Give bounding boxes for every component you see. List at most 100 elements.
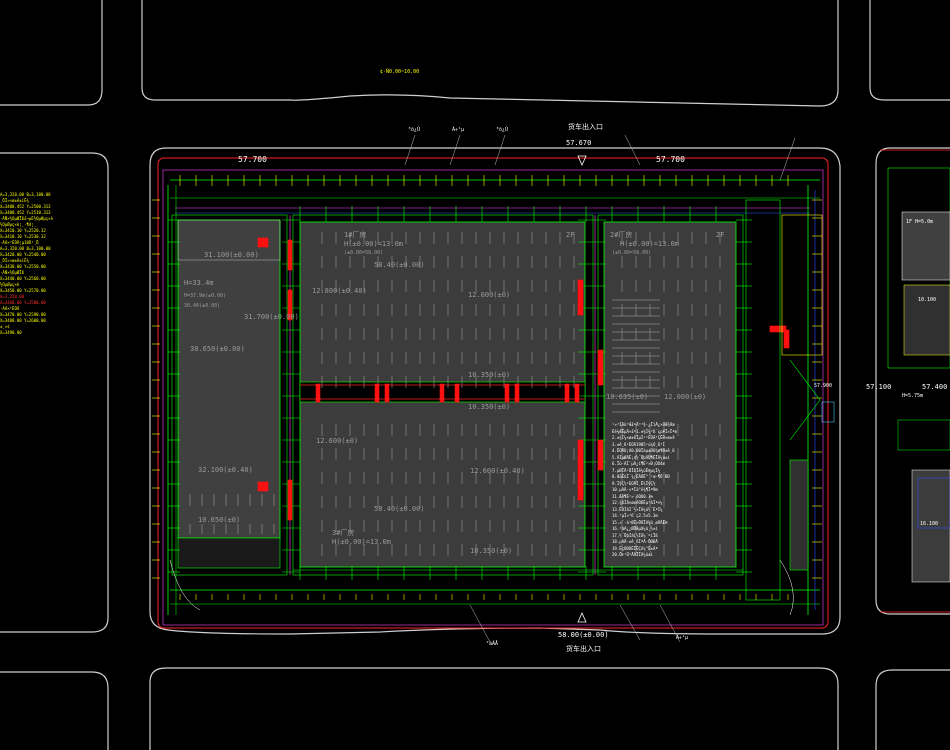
gate-label-south: 货车出入口: [566, 645, 601, 653]
west-level2: 30.650(±0.00): [190, 345, 245, 353]
west-level4: 10.650(±0): [198, 516, 241, 524]
design-note-line: 16.²âÁ¿¿ØÖÆµã¼û¸½±í: [612, 526, 658, 531]
design-note-line: 2.±¾Í¼×ø±êÏµÍ³²ÉÓÃ³ÇÊÐ×ø±ê: [612, 435, 675, 440]
design-note-line: 4.ÊÒÄÚ¡À0.00Ïàµ±ÓÚ¾ø¶Ô±ê¸ß: [612, 448, 675, 453]
left-note-line: X=3460.00 Y=2580.00: [0, 300, 46, 305]
design-note-line: 9.Î§Ç½²ÉÓÃÍ¸Ê½Î§Ç½: [612, 480, 656, 486]
elevation-east-upper: 57.100: [866, 383, 892, 391]
design-note-line: 20.Ö÷¹Ü²ÄÁÏÏê¼û±í: [612, 552, 653, 557]
design-note-line: 10.µÀÂ·×ªÍä°ë¾¶Îª9m: [612, 487, 658, 492]
left-note-line: A=3,320.00 B=3,100.00: [0, 246, 51, 251]
design-note-line: 3.±ê¸ß²ÉÓÃ1985¹ú¼Ò¸ß³Ì: [612, 441, 665, 447]
elevation-north-gate: 57.670: [566, 139, 592, 147]
left-note-line: X=3430.00 Y=2550.00: [0, 264, 46, 269]
center-level4: 10.350(±0): [468, 371, 511, 379]
east-height: H(±0.00)=13.0m: [620, 240, 680, 248]
east-panel-tag2: H=5.75m: [902, 393, 924, 399]
design-note-line: ¹¤³ÌÃû³Æ£ºÄ³³§·¿ÏîÄ¿×ÜÆ½Ãæ: [612, 422, 675, 427]
design-note-line: 13.ÊÒÍâÌ¨½×Ïê¼û½¨ÊªÍ¼: [612, 506, 663, 512]
center-level1: 58.40(±0.00): [374, 261, 425, 269]
center-floor-tag: 2F: [566, 231, 575, 239]
center-bottom-height: H(±0.00)=13.0m: [332, 538, 392, 546]
west-zone-title: 31.100(±0.00): [204, 251, 259, 259]
elevation-north-right: 57.700: [656, 155, 685, 164]
design-note-line: Éè¼ÆËµÃ÷£º1.±¾Í¼³ß´çµ¥Î»Îªm: [612, 428, 678, 434]
left-note-line: A=3,320.00: [0, 294, 25, 299]
elevation-north-left: 57.700: [238, 155, 267, 164]
callout-north-1: ³ö¿Ú: [408, 127, 421, 133]
callout-north-3: ³ö¿Ú: [496, 127, 509, 133]
callout-north-2: Ã÷¹µ: [452, 127, 465, 133]
gate-markers: [577, 155, 587, 623]
center-sub: (±0.00=58.00): [344, 250, 384, 256]
landscape-curves: [169, 559, 794, 616]
gate-label-north: 货车出入口: [568, 123, 603, 131]
design-note-line: 7.µØÏÂ¹ÜÏßÏê¼ûË®µçÍ¼: [612, 467, 661, 473]
center-level3: 12.600(±0): [316, 437, 359, 445]
east-neighbor-block: [880, 149, 950, 613]
dimension-ticks: [152, 175, 822, 600]
interior-dash-marks: [189, 232, 721, 556]
callout-south-1: ²àÃÅ: [486, 641, 499, 647]
east-level1: 12.000(±0): [664, 393, 707, 401]
left-note-line: X=3440.00 Y=2560.00: [0, 276, 46, 281]
left-note-line: ±¸×¢: [0, 324, 10, 329]
left-note-line: ¸ÖÎ»×ø±ê±íÊ¾: [0, 258, 29, 263]
east-panel-tag1: 1F H=5.0m: [906, 219, 934, 225]
elevation-east-building2: 10.100: [918, 297, 937, 303]
west-height1: H=33.4m: [184, 279, 214, 287]
left-note-line: X=3420.00 Y=2540.00: [0, 252, 46, 257]
elevation-east-mid: 57.900: [814, 383, 833, 389]
center-level2: 12.800(±0.40): [312, 287, 367, 295]
east-title: 2#厂房: [610, 231, 633, 239]
left-note-line: ·ÀÑ×½ÓµØÏß£¬µÈ½ÓµØµç×è: [0, 216, 53, 221]
center-level8: 10.350(±0): [468, 403, 511, 411]
callout-south-2: Ã÷¹µ: [676, 635, 689, 641]
site-boundary: [157, 157, 829, 629]
center-bottom-level: 10.350(±0): [470, 547, 513, 555]
design-note-line: 5.ÂÌµØÂÊ¡¢½¨ÖþÃÜ¶ÈÏê¼û±í: [612, 454, 670, 460]
left-note-line: ½ÓµØµç×è¦¸·¶4¦¸: [0, 222, 37, 227]
left-note-line: A=3,320.00 B=3,100.00: [0, 192, 51, 197]
left-note-line: ½ÓµØµç×è: [0, 282, 20, 287]
building-frames: [171, 214, 744, 576]
east-entry-details: [745, 199, 835, 601]
left-note-line: ¸ÖÎ»×ø±ê±íÊ¾: [0, 198, 29, 203]
left-note-line: X=3480.00 Y=2600.00: [0, 318, 46, 323]
east-level2: 10.635(±0): [606, 393, 649, 401]
callout-leaders: [404, 134, 796, 643]
elevation-east-building: 16.100: [920, 521, 939, 527]
west-level1: 31.700(±0.00): [244, 313, 299, 321]
design-note-line: 12.¾ßÌå×ø±êÒÔÊµ²âÎª×¼: [612, 500, 663, 505]
left-note-line: X=3410.10 Y=2530.32: [0, 234, 46, 239]
left-note-line: X=3410.10 Y=2520.32: [0, 228, 46, 233]
elevation-south-gate: 58.00(±0.00): [558, 631, 609, 639]
top-note: ¢·Ñ0.00~10.00: [380, 69, 420, 75]
red-markers: [257, 237, 790, 521]
left-note-line: ·ÀÑ×½ÓµØÏß: [0, 270, 25, 275]
center-title: 1#厂房: [344, 231, 367, 239]
left-note-line: X=3470.00 Y=2590.00: [0, 312, 46, 317]
design-note-line: 6.Ïû·ÀÍ¨µÀ¿í¶È²»Ð¡ÓÚ4m: [612, 461, 665, 466]
west-grade: 30.40(±0.00): [184, 303, 221, 309]
elevation-east-lower: 57.400: [922, 383, 948, 391]
center-level6: 12.000(±0): [468, 291, 511, 299]
east-floor-tag: 2F: [716, 231, 725, 239]
west-level3: 32.100(±0.40): [198, 466, 253, 474]
left-note-line: ·ÀÀ×²ÉÓÃ: [0, 306, 20, 311]
design-note-line: 19.ÈçÓÐÒÉÎÊÇë¼°Ê±Áª: [612, 545, 658, 551]
central-corridor: [300, 384, 585, 400]
left-note-line: X=3490.00: [0, 330, 22, 335]
design-note-line: 17.½¨ÖþÍâÇ½Ïß¼´ºìÏß: [612, 532, 658, 538]
center-level7: 58.40(±0.00): [374, 505, 425, 513]
design-note-line: 18.µÀÂ·±ê¸ßÎªÂ·ÖÐÐÄ: [612, 539, 658, 544]
design-note-line: 11.ÆÂ¶È²»´óÓÚ0.3%: [612, 493, 653, 499]
center-bottom-title: 3#厂房: [332, 529, 355, 537]
building-footprints: [177, 219, 737, 569]
design-note-line: 14.³µÎ»³ß´ç2.5x5.3m: [612, 513, 658, 518]
west-height2: H=37.9m(±0.00): [184, 293, 227, 299]
